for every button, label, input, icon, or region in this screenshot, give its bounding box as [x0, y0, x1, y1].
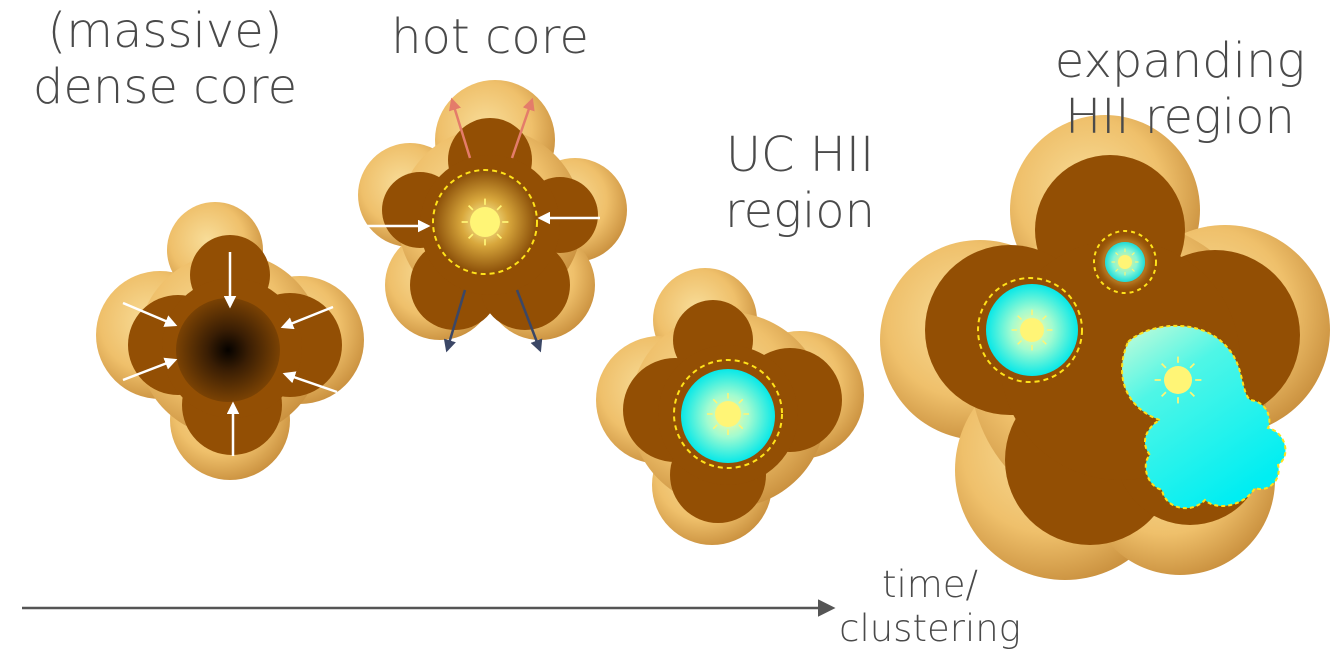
infall-arrows [122, 252, 338, 456]
outflow-red-arrows [448, 97, 535, 159]
collapsing-core [176, 298, 280, 402]
label-expanding-hii-line1: expanding [1054, 33, 1306, 89]
hot-core-cloud [358, 80, 627, 353]
sun-icon [470, 207, 500, 237]
expanding-hii-cloud [880, 115, 1330, 580]
sun-icon [1020, 318, 1044, 342]
sun-icon [1118, 255, 1132, 269]
dense-core-cloud [96, 202, 364, 480]
hot-core-boundary [432, 169, 538, 275]
sun-icon [1164, 366, 1192, 394]
label-hot-core: hot core [370, 9, 610, 66]
label-expanding-hii: expanding HII region [1040, 33, 1320, 145]
hii-region-2-boundary [1093, 230, 1157, 294]
label-dense-core-line1: (massive) [47, 3, 283, 59]
label-time-axis: time/ clustering [830, 563, 1030, 652]
label-uc-hii: UC HII region [700, 127, 900, 239]
uc-hii-cloud [596, 268, 864, 545]
expanding-hii-blob [1121, 324, 1287, 510]
label-uc-hii-line2: region [724, 182, 876, 239]
label-dense-core-line2: dense core [32, 58, 298, 115]
label-dense-core: (massive) dense core [20, 3, 310, 115]
label-time-axis-line1: time/ [881, 563, 979, 606]
uc-hii-boundary [673, 359, 783, 469]
label-time-axis-line2: clustering [839, 607, 1021, 651]
hii-region-1-boundary [977, 277, 1083, 383]
label-uc-hii-line1: UC HII [725, 127, 875, 183]
label-hot-core-line1: hot core [391, 9, 589, 65]
outflow-blue-arrows [443, 289, 543, 353]
label-expanding-hii-line2: HII region [1065, 88, 1295, 145]
sun-icon [715, 401, 741, 427]
infall-arrows [365, 211, 600, 233]
